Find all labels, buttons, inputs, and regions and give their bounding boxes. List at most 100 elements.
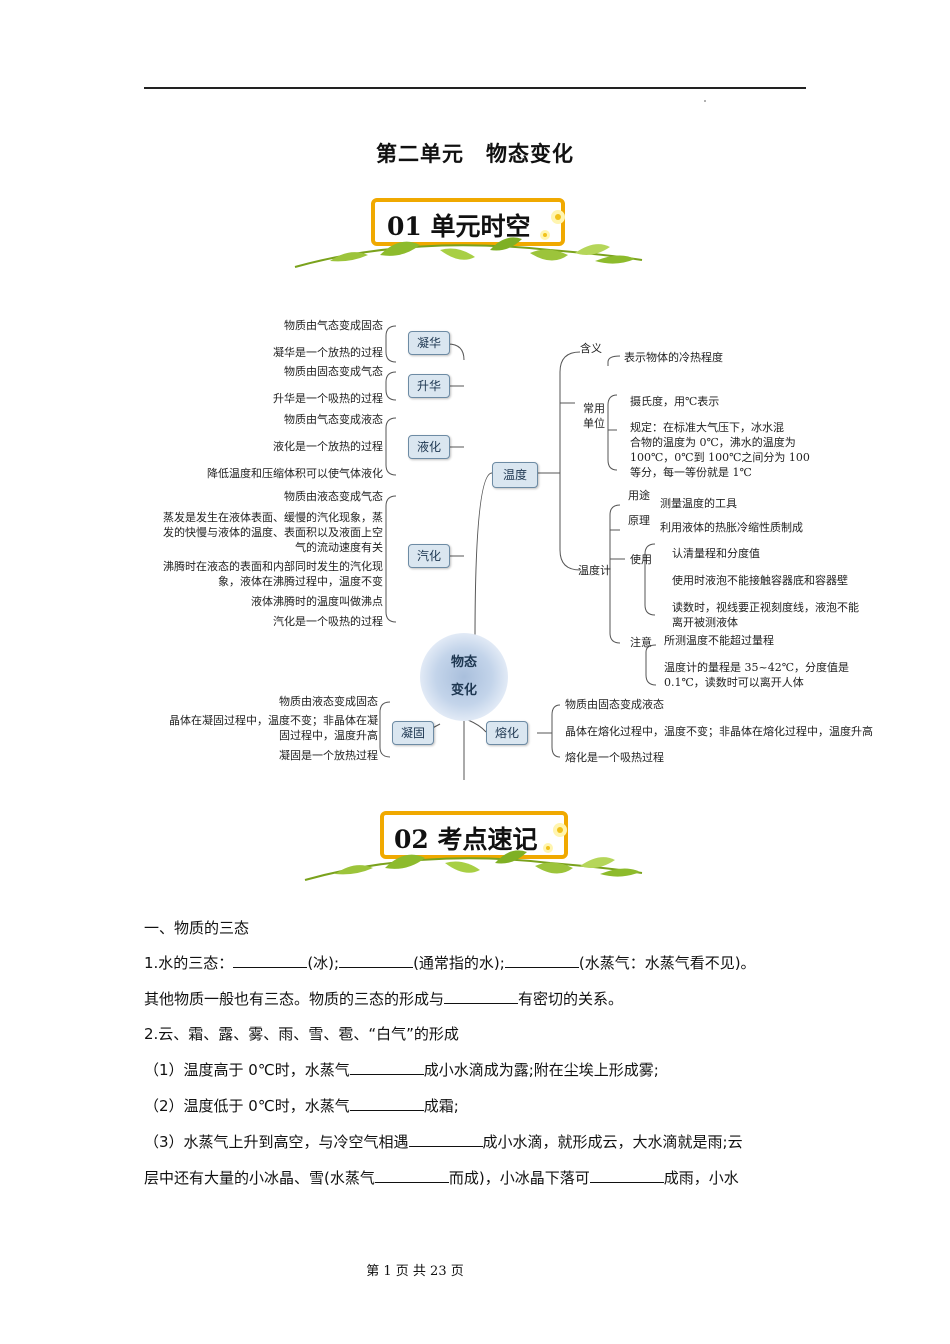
center-text-1: 物态 bbox=[450, 655, 477, 670]
text-line: 其他物质一般也有三态。物质的三态的形成与 有密切的关系。 bbox=[144, 988, 623, 1009]
qihua-item: 象，液体在沸腾过程中，温度不变 bbox=[218, 575, 383, 588]
danwei-label: 常用 bbox=[583, 402, 605, 415]
node-ninghua: 凝华 bbox=[408, 331, 450, 355]
page-title: 第二单元 物态变化 bbox=[376, 142, 574, 166]
qihua-item: 物质由液态变成气态 bbox=[284, 490, 383, 503]
mind-map-lines bbox=[379, 325, 657, 780]
banner1-number: 01 bbox=[387, 212, 422, 241]
shiyong-item: 离开被测液体 bbox=[672, 616, 738, 629]
ninghua-item: 凝华是一个放热的过程 bbox=[273, 346, 383, 359]
qihua-item: 发的快慢与液体的温度、表面积以及液面上空 bbox=[163, 526, 383, 539]
yehua-item: 物质由气态变成液态 bbox=[284, 413, 383, 426]
danwei-text: 摄氏度，用℃表示 bbox=[630, 395, 720, 408]
ninggu-item: 物质由液态变成固态 bbox=[279, 695, 378, 708]
zhuyi-item: 所测温度不能超过量程 bbox=[664, 634, 774, 647]
yongtu-label: 用途 bbox=[628, 489, 650, 502]
danwei-rule: 等分，每一等份就是 1℃ bbox=[630, 466, 752, 479]
danwei-rule: 合物的温度为 0℃，沸水的温度为 bbox=[630, 436, 796, 449]
ronghua-item: 物质由固态变成液态 bbox=[565, 698, 664, 711]
shenghua-item: 物质由固态变成气态 bbox=[284, 365, 383, 378]
header-rule bbox=[144, 87, 806, 89]
qihua-item: 汽化是一个吸热的过程 bbox=[273, 615, 383, 628]
center-text-2: 变化 bbox=[450, 683, 477, 698]
section-heading: 一、物质的三态 bbox=[144, 919, 250, 937]
zhuyi-label: 注意 bbox=[630, 636, 652, 649]
yehua-item: 液化是一个放热的过程 bbox=[273, 440, 383, 453]
hanyi-label: 含义 bbox=[580, 342, 602, 355]
blank-field bbox=[374, 1167, 449, 1183]
text-segment: （1）温度高于 0℃时，水蒸气 bbox=[144, 1061, 350, 1079]
text-segment: 成雨，小水 bbox=[663, 1169, 739, 1187]
text-line: 层中还有大量的小冰晶、雪(水蒸气 而成)，小冰晶下落可 成雨，小水 bbox=[144, 1167, 739, 1188]
text-line: （2）温度低于 0℃时，水蒸气 成霜; bbox=[144, 1095, 459, 1116]
node-yehua: 液化 bbox=[408, 435, 450, 459]
leaf-decoration-icon bbox=[294, 198, 643, 268]
text-segment: 有密切的关系。 bbox=[518, 990, 624, 1008]
text-segment: 1.水的三态： bbox=[144, 954, 234, 972]
text-line: （1）温度高于 0℃时，水蒸气 成小水滴成为露;附在尘埃上形成雾; bbox=[144, 1059, 659, 1080]
blank-field bbox=[349, 1095, 424, 1111]
node-qihua: 汽化 bbox=[408, 544, 450, 568]
ronghua-item: 熔化是一个吸热过程 bbox=[565, 751, 664, 764]
text-line: 1.水的三态：(冰);(通常指的水);(水蒸气：水蒸气看不见)。 bbox=[144, 952, 756, 973]
section-banner-02: 02 考点速记 bbox=[300, 808, 650, 893]
text-segment: 成小水滴，就形成云，大水滴就是雨;云 bbox=[482, 1133, 743, 1151]
text-segment: （2）温度低于 0℃时，水蒸气 bbox=[144, 1097, 350, 1115]
leaf-decoration-icon bbox=[304, 811, 643, 881]
text-segment: 成小水滴成为露;附在尘埃上形成雾; bbox=[423, 1061, 659, 1079]
node-shenghua: 升华 bbox=[408, 374, 450, 398]
blank-field bbox=[349, 1059, 424, 1075]
blank-field bbox=[408, 1131, 483, 1147]
text-segment: (水蒸气：水蒸气看不见)。 bbox=[578, 954, 756, 972]
yuanli-text: 利用液体的热胀冷缩性质制成 bbox=[660, 521, 803, 534]
danwei-label: 单位 bbox=[583, 417, 605, 430]
shenghua-item: 升华是一个吸热的过程 bbox=[273, 392, 383, 405]
ninggu-item: 固过程中，温度升高 bbox=[279, 729, 378, 742]
qihua-item: 气的流动速度有关 bbox=[295, 541, 383, 554]
banner2-text: 考点速记 bbox=[437, 825, 538, 854]
hanyi-text: 表示物体的冷热程度 bbox=[624, 351, 723, 364]
node-ronghua: 熔化 bbox=[486, 721, 528, 745]
banner2-number: 02 bbox=[394, 825, 429, 854]
text-line: （3）水蒸气上升到高空，与冷空气相遇 成小水滴，就形成云，大水滴就是雨;云 bbox=[144, 1131, 743, 1152]
yuanli-label: 原理 bbox=[628, 514, 650, 527]
blank-field bbox=[339, 952, 414, 968]
yehua-item: 降低温度和压缩体积可以使气体液化 bbox=[207, 467, 383, 480]
ronghua-item: 晶体在熔化过程中，温度不变；非晶体在熔化过程中，温度升高 bbox=[565, 725, 873, 738]
header-dot bbox=[704, 100, 706, 102]
blank-field bbox=[589, 1167, 664, 1183]
text-segment: (通常指的水); bbox=[413, 954, 505, 972]
shiyong-label: 使用 bbox=[630, 553, 652, 566]
node-wendu: 温度 bbox=[492, 462, 538, 488]
blank-field bbox=[233, 952, 308, 968]
blank-field bbox=[504, 952, 579, 968]
shiyong-item: 使用时液泡不能接触容器底和容器壁 bbox=[672, 574, 848, 587]
mind-map: 物质由气态变成固态 凝华是一个放热的过程 凝华 物质由固态变成气态 升华是一个吸… bbox=[0, 300, 950, 780]
node-ninggu: 凝固 bbox=[392, 721, 434, 745]
danwei-rule: 规定：在标准大气压下，冰水混 bbox=[630, 421, 784, 434]
text-line: 2.云、霜、露、雾、雨、雪、雹、“白气”的形成 bbox=[144, 1025, 459, 1043]
qihua-item: 液体沸腾时的温度叫做沸点 bbox=[251, 595, 383, 608]
mind-map-center: 物态 变化 bbox=[420, 633, 508, 721]
wenduji-label: 温度计 bbox=[578, 564, 611, 577]
danwei-rule: 100℃，0℃到 100℃之间分为 100 bbox=[630, 451, 810, 464]
qihua-item: 蒸发是发生在液体表面、缓慢的汽化现象，蒸 bbox=[163, 511, 383, 524]
shiyong-item: 认清量程和分度值 bbox=[672, 547, 760, 560]
text-segment: 成霜; bbox=[423, 1097, 459, 1115]
page-footer: 第 1 页 共 23 页 bbox=[366, 1264, 464, 1279]
text-segment: 而成)，小冰晶下落可 bbox=[448, 1169, 590, 1187]
ninghua-item: 物质由气态变成固态 bbox=[284, 319, 383, 332]
text-segment: 其他物质一般也有三态。物质的三态的形成与 bbox=[144, 990, 445, 1008]
text-segment: 层中还有大量的小冰晶、雪(水蒸气 bbox=[144, 1169, 375, 1187]
blank-field bbox=[444, 988, 519, 1004]
section-banner-01: 01 单元时空 bbox=[290, 195, 650, 280]
yongtu-text: 测量温度的工具 bbox=[660, 497, 737, 510]
zhuyi-item: 温度计的量程是 35~42℃，分度值是 bbox=[664, 661, 850, 674]
ninggu-item: 凝固是一个放热过程 bbox=[279, 749, 378, 762]
zhuyi-item: 0.1℃，读数时可以离开人体 bbox=[664, 676, 804, 689]
banner1-text: 单元时空 bbox=[430, 212, 531, 241]
qihua-item: 沸腾时在液态的表面和内部同时发生的汽化现 bbox=[163, 560, 383, 573]
text-segment: （3）水蒸气上升到高空，与冷空气相遇 bbox=[144, 1133, 409, 1151]
ninggu-item: 晶体在凝固过程中，温度不变；非晶体在凝 bbox=[169, 714, 378, 727]
shiyong-item: 读数时，视线要正视刻度线，液泡不能 bbox=[672, 601, 859, 614]
